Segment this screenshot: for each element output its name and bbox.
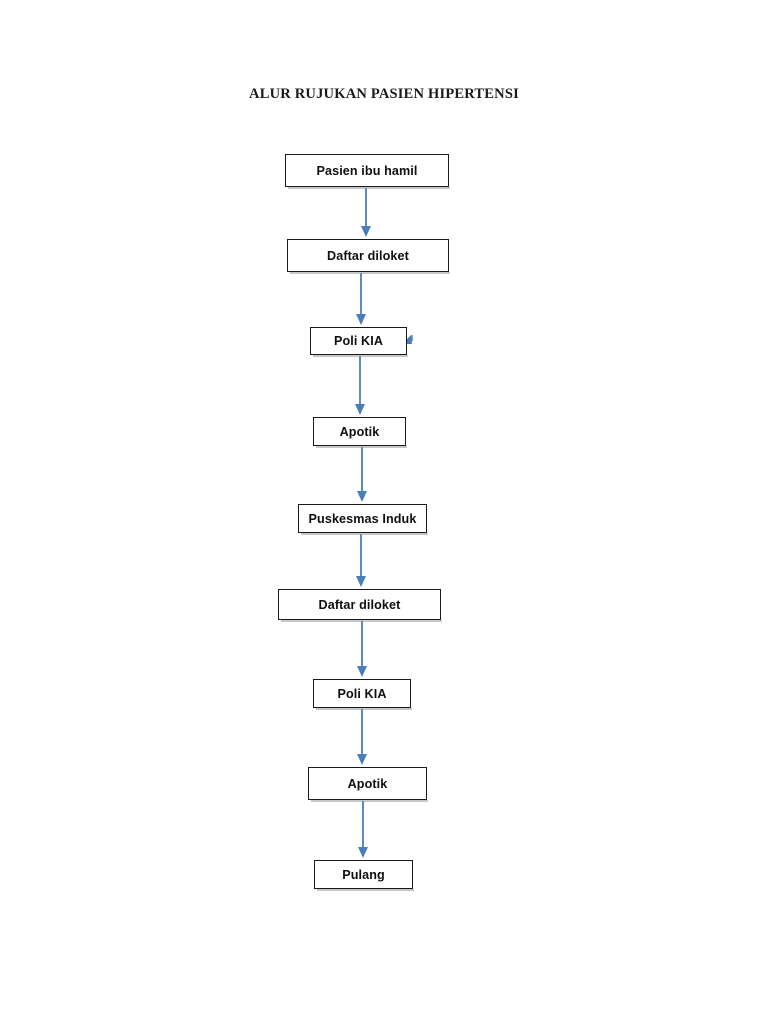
node-label: Puskesmas Induk (308, 511, 417, 526)
node-label: Apotik (347, 776, 388, 791)
node-label: Apotik (339, 424, 380, 439)
flow-arrow-1 (358, 188, 374, 238)
node-poli-kia-1[interactable]: Poli KIA (310, 327, 408, 357)
node-pasien-ibu-hamil[interactable]: Pasien ibu hamil (285, 154, 450, 189)
node-puskesmas-induk[interactable]: Puskesmas Induk (298, 504, 428, 535)
page-title: ALUR RUJUKAN PASIEN HIPERTENSI (249, 86, 519, 102)
node-label: Daftar diloket (327, 248, 409, 263)
node-daftar-diloket-1[interactable]: Daftar diloket (287, 239, 450, 274)
node-apotik-1[interactable]: Apotik (313, 417, 407, 448)
flow-arrow-2 (353, 273, 369, 326)
node-apotik-2[interactable]: Apotik (308, 767, 428, 802)
node-label: Poli KIA (337, 686, 387, 701)
node-label: Pulang (342, 867, 385, 882)
node-poli-kia-2[interactable]: Poli KIA (313, 679, 412, 710)
flow-arrow-3 (352, 356, 368, 416)
node-pulang[interactable]: Pulang (314, 860, 414, 891)
node-label: Pasien ibu hamil (316, 163, 418, 178)
flow-arrow-5 (353, 534, 369, 588)
flow-arrow-7 (354, 709, 370, 766)
flow-arrow-8 (355, 801, 371, 859)
node-label: Poli KIA (333, 334, 384, 348)
flow-arrow-4 (354, 447, 370, 503)
node-daftar-diloket-2[interactable]: Daftar diloket (278, 589, 442, 622)
node-label: Daftar diloket (318, 597, 401, 612)
flow-arrow-6 (354, 621, 370, 678)
